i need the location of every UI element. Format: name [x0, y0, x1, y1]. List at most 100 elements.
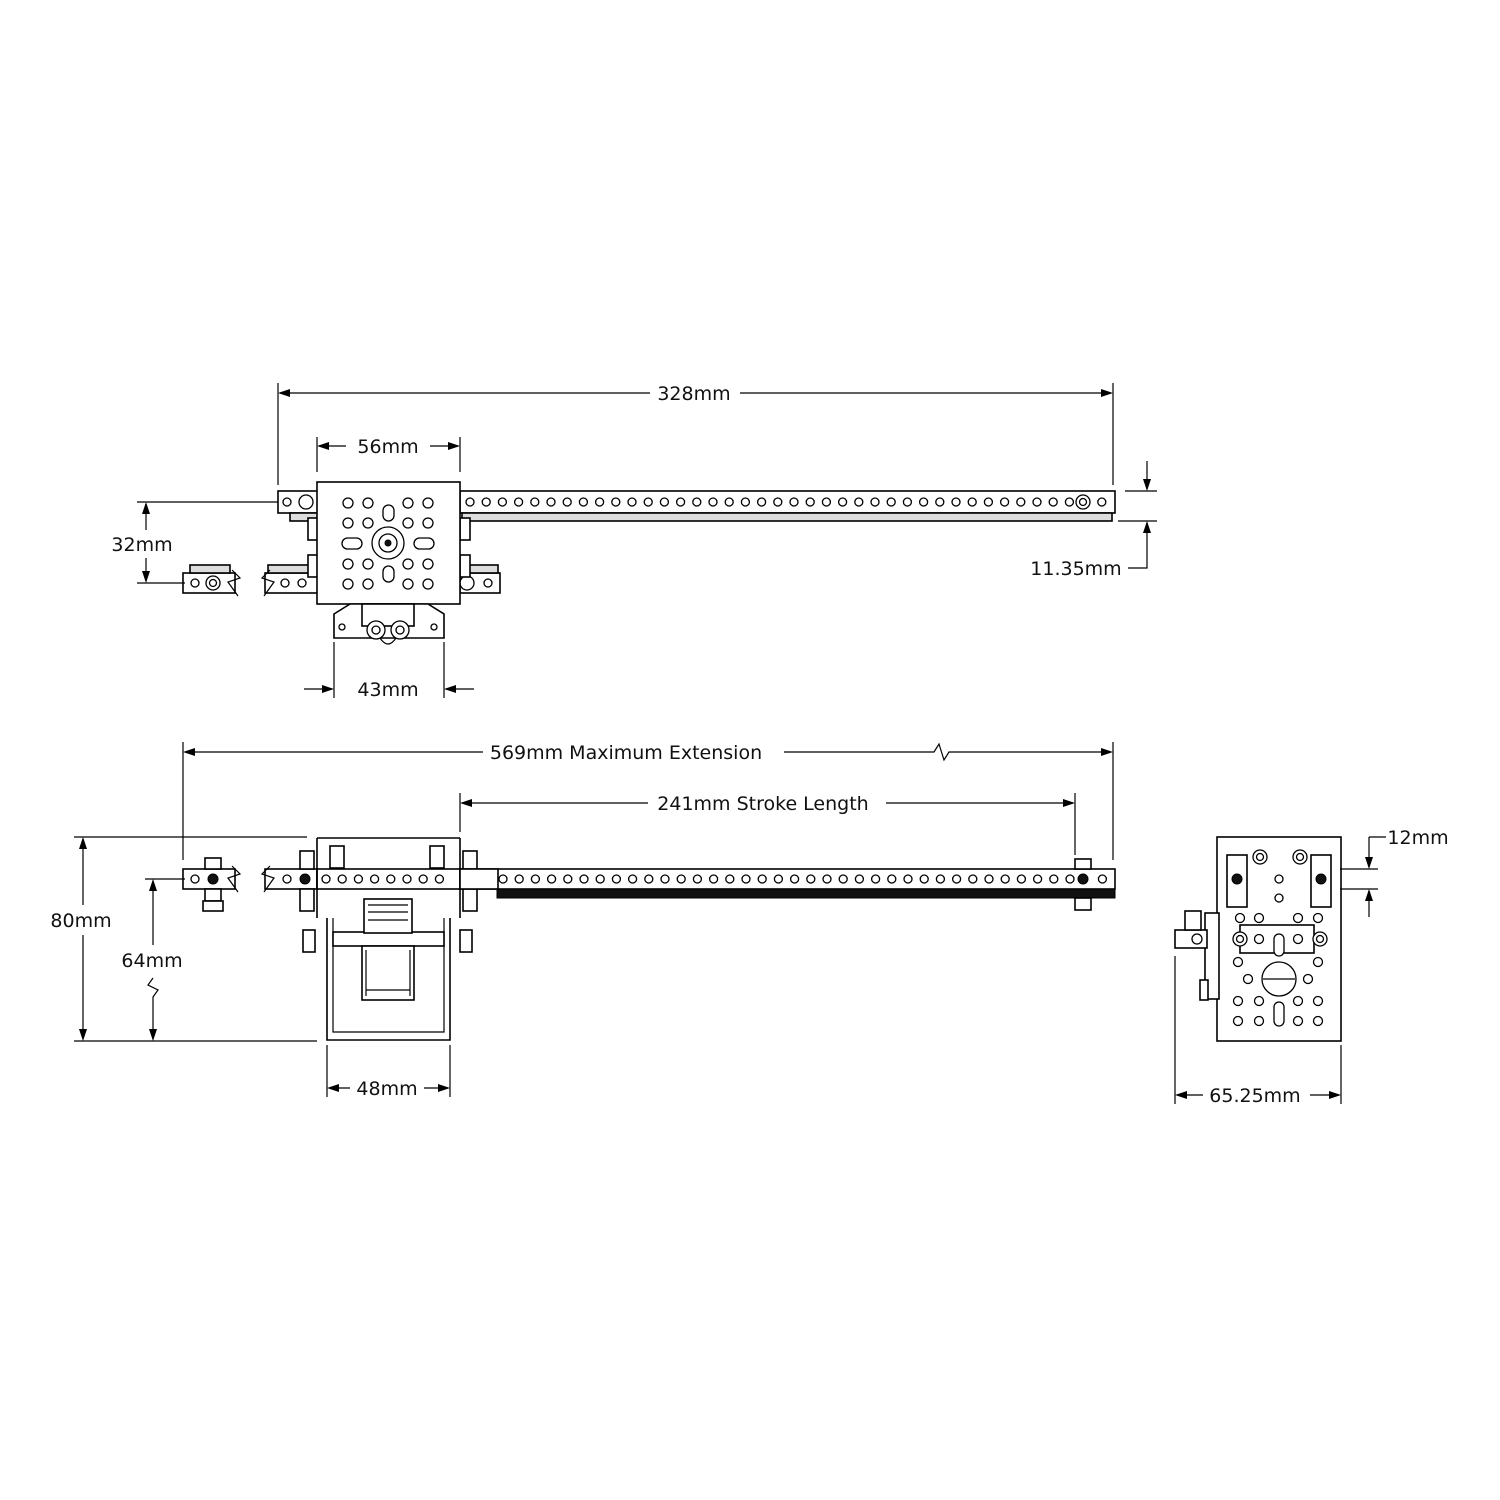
top-housing-hole	[422, 517, 434, 529]
top-lower-rail-hole	[190, 578, 200, 588]
dim-569-arrow-right	[1101, 748, 1113, 756]
dim-1135-arrow-bottom	[1143, 521, 1151, 533]
top-motor-wheel-left-inner	[371, 625, 381, 635]
end-plate-hole	[1312, 995, 1324, 1007]
dim-80-arrow-top	[79, 837, 87, 849]
top-center-hub-shaft	[384, 539, 392, 547]
side-clamp-right-bottom	[462, 888, 478, 912]
dim-43-label: 43mm	[357, 679, 418, 701]
dim-328-arrow-right	[1101, 389, 1113, 397]
top-lower-rail-bearing-inner	[208, 578, 218, 588]
top-rack-hole	[951, 497, 961, 507]
dim-64-arrow-top	[149, 879, 157, 891]
end-plate-hole	[1312, 1015, 1324, 1027]
top-slot-right	[413, 537, 435, 550]
top-rack-hole	[692, 497, 702, 507]
top-clamp-right-upper	[459, 517, 471, 541]
dim-32-label: 32mm	[111, 534, 172, 556]
dim-1135-label: 11.35mm	[1030, 558, 1121, 580]
dim-6525-arrow-left	[1175, 1091, 1187, 1099]
top-rack-hole	[724, 497, 734, 507]
top-housing-hole	[362, 497, 374, 509]
side-clamp-left-top	[299, 850, 315, 870]
dim-56-arrow-left	[317, 442, 329, 450]
end-plate-hole	[1234, 912, 1246, 924]
side-rack-hole	[579, 874, 589, 884]
side-frame-outer	[316, 837, 461, 1041]
side-frame-inner	[332, 918, 445, 1033]
side-left-rail-hole	[190, 874, 200, 884]
side-rack-end-nut-top	[1074, 858, 1092, 870]
side-clamp-right-top	[462, 850, 478, 870]
top-rack-hole	[594, 497, 605, 507]
top-rack-hole	[902, 497, 913, 507]
dim-12-arrow-top	[1365, 857, 1373, 869]
end-side-nut	[1184, 910, 1202, 931]
top-rack-hole	[967, 497, 977, 507]
dim-80-arrow-bottom	[79, 1029, 87, 1041]
side-rack-hole	[644, 874, 654, 884]
side-housing-hole	[369, 874, 380, 884]
end-plate-hole	[1253, 995, 1265, 1007]
top-rack-teeth	[461, 512, 1113, 522]
side-housing-hole	[353, 874, 364, 884]
side-rack-hole	[773, 874, 784, 884]
side-housing-hole	[282, 874, 292, 884]
end-rail-right-bolt	[1315, 873, 1327, 885]
end-plate-hole	[1253, 1015, 1265, 1027]
side-rack-hole	[903, 874, 913, 884]
dim-6525-label: 65.25mm	[1209, 1085, 1300, 1107]
side-rack-holes	[498, 874, 1108, 884]
side-housing-holes	[282, 874, 489, 884]
side-left-rail-nut-top	[204, 857, 222, 870]
dim-56-label: 56mm	[357, 436, 418, 458]
top-clamp-right-lower	[459, 554, 471, 578]
end-rail-left-bolt	[1231, 873, 1243, 885]
side-rack-bar	[459, 868, 1116, 890]
side-clamp-left-bottom	[299, 888, 315, 912]
dim-43-arrow-right	[444, 685, 456, 693]
dim-12-arrow-bottom	[1365, 889, 1373, 901]
top-rack-hole	[675, 497, 686, 507]
end-bearing-inner	[1235, 934, 1245, 944]
side-rack-hole	[984, 874, 994, 884]
top-left-end-hole	[282, 497, 292, 507]
dim-328-arrow-left	[278, 389, 290, 397]
top-housing-holes	[342, 497, 434, 590]
dim-48-label: 48mm	[356, 1078, 417, 1100]
end-plate-hole	[1292, 912, 1304, 924]
dim-64-line-bottom	[147, 977, 159, 1039]
top-lower-rail-right-bearing	[459, 575, 475, 591]
side-rack-hole	[919, 874, 929, 884]
top-rack-hole	[999, 497, 1010, 507]
side-rack-hole	[854, 874, 865, 884]
top-motor-shaft	[379, 637, 397, 645]
dim-64-label: 64mm	[121, 950, 182, 972]
end-slot-top	[1273, 933, 1285, 957]
top-rack-hole	[886, 497, 896, 507]
top-rack-hole	[497, 497, 508, 507]
end-plate-hole	[1253, 912, 1265, 924]
top-housing-hole	[402, 497, 414, 509]
top-rack-hole	[627, 497, 637, 507]
top-left-end-bearing	[298, 494, 314, 510]
side-rack-hole	[1032, 874, 1043, 884]
end-holes	[1232, 849, 1328, 1027]
end-lower-stub	[1199, 979, 1209, 1001]
top-rack-hole	[805, 497, 815, 507]
side-rack-hole	[660, 874, 670, 884]
end-plate-hole	[1302, 973, 1314, 985]
top-rack-hole	[1016, 497, 1026, 507]
top-rack-holes	[465, 497, 1107, 507]
top-rack-hole	[659, 497, 670, 507]
dim-241-arrow-right	[1063, 799, 1075, 807]
side-rack-hole	[611, 874, 622, 884]
dim-64-arrow-bottom	[149, 1029, 157, 1041]
top-housing-hole	[362, 558, 374, 570]
top-break-mark-right	[260, 569, 275, 597]
side-gearbox	[363, 898, 413, 934]
side-rack-hole	[708, 874, 719, 884]
top-housing-hole	[342, 578, 354, 590]
side-rack-hole	[887, 874, 897, 884]
